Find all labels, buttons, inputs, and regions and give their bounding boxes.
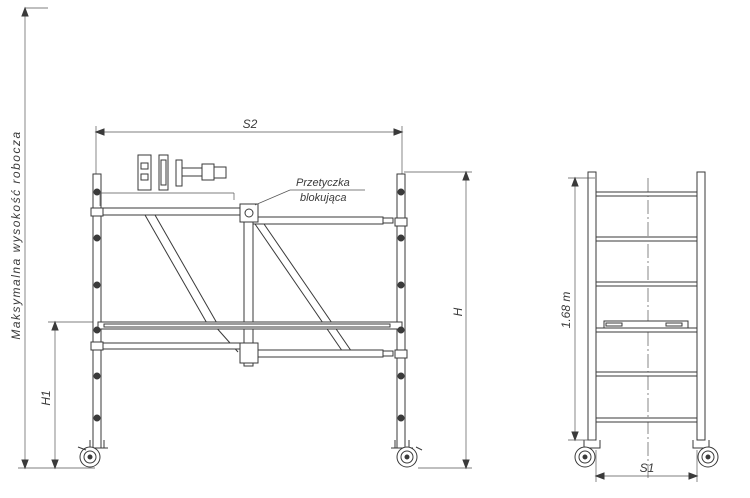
left-wheel-icon (77, 440, 108, 468)
side-view (574, 171, 719, 478)
h1-label: H1 (39, 390, 53, 405)
s2-label: S2 (243, 117, 258, 131)
max-height-dimension (18, 6, 95, 470)
max-height-label: Maksymalna wysokość robocza (9, 130, 23, 339)
side-right-wheel-icon (692, 440, 719, 468)
center-post (243, 205, 254, 367)
side-right-upright (696, 171, 706, 441)
lock-pin-label-line2: blokująca (300, 192, 346, 204)
front-view (77, 173, 423, 468)
h1-dimension (48, 320, 95, 470)
lock-detail-inset (99, 154, 235, 206)
height-168-label: 1.68 m (559, 292, 573, 329)
right-wheel-icon (391, 440, 423, 468)
lock-pin-leader (254, 189, 365, 206)
side-left-wheel-icon (574, 440, 601, 468)
s1-label: S1 (640, 461, 655, 475)
side-platform (603, 320, 689, 329)
side-left-upright (587, 171, 597, 441)
s2-dimension (94, 126, 404, 175)
right-upright (396, 173, 406, 449)
h-label: H (451, 307, 465, 316)
height-168-dimension (568, 176, 595, 442)
s1-dimension (594, 450, 699, 482)
lock-pin-label-line1: Przetyczka (296, 177, 350, 189)
h-dimension (404, 170, 472, 470)
